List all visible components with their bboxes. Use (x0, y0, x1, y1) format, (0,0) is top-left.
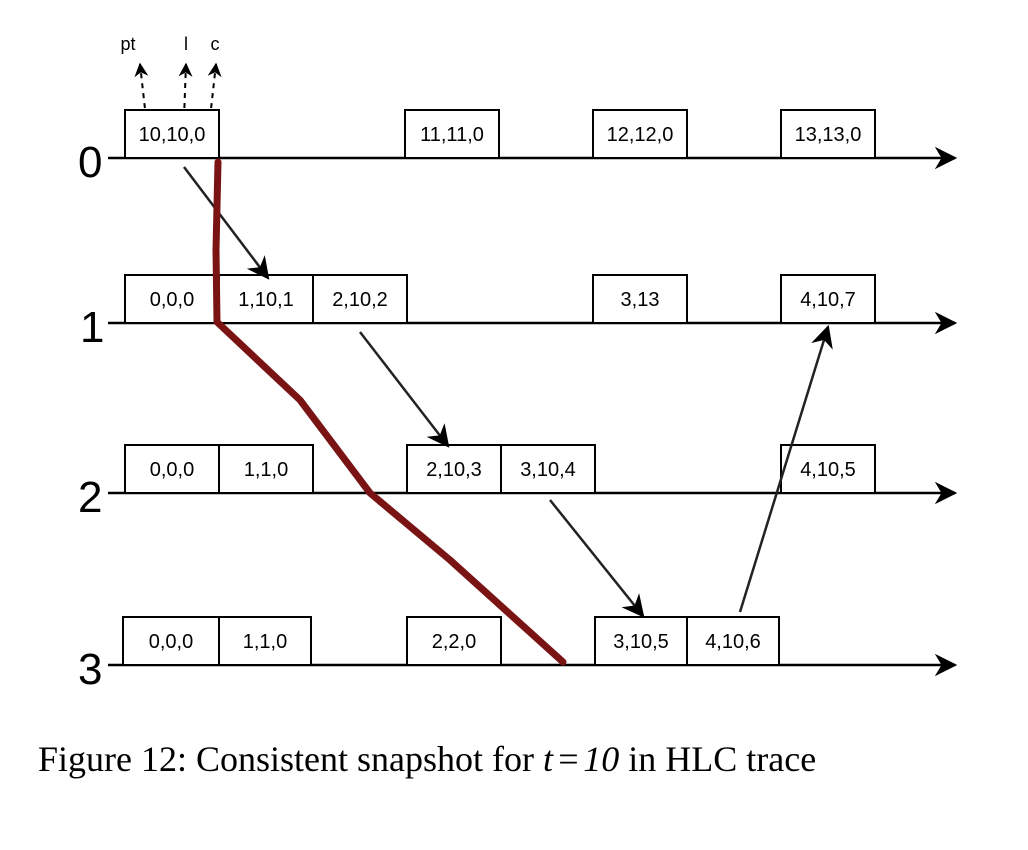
event-label: 0,0,0 (150, 459, 194, 481)
process-2: 2 0,0,0 1,1,0 2,10,3 3,10,4 4,10,5 (78, 444, 958, 522)
event-label: 2,2,0 (432, 631, 476, 653)
event-box: 0,0,0 (124, 274, 220, 324)
event-box: 11,11,0 (404, 109, 500, 159)
caption-math: t = 10 (542, 739, 620, 779)
event-label: 3,13 (621, 289, 660, 311)
messages (183, 166, 833, 618)
event-label: 0,0,0 (150, 289, 194, 311)
message-arrow-2-to-3 (549, 499, 645, 618)
event-label: 4,10,7 (800, 289, 856, 311)
message-arrow-0-to-1 (183, 166, 270, 280)
caption-suffix: in HLC trace (619, 739, 817, 779)
event-box: 1,1,0 (218, 616, 312, 666)
figure-caption: Figure 12: Consistent snapshot for t = 1… (38, 738, 998, 780)
event-label: 12,12,0 (607, 124, 674, 146)
event-label: 10,10,0 (139, 124, 206, 146)
event-box: 3,10,5 (594, 616, 688, 666)
event-label: 4,10,5 (800, 459, 856, 481)
event-box: 2,2,0 (406, 616, 502, 666)
event-box: 2,10,3 (406, 444, 502, 494)
process-0: 0 10,10,0 11,11,0 12,12,0 13,13,0 (78, 109, 958, 187)
event-label: 0,0,0 (149, 631, 193, 653)
consistent-cut-line (212, 158, 567, 666)
process-1: 1 0,0,0 1,10,1 2,10,2 3,13 4,10,7 (80, 274, 958, 352)
event-box: 2,10,2 (312, 274, 408, 324)
event-box: 4,10,7 (780, 274, 876, 324)
process-label-0: 0 (78, 138, 102, 187)
event-box: 10,10,0 (124, 109, 220, 159)
process-3: 3 0,0,0 1,1,0 2,2,0 3,10,5 4,10,6 (78, 616, 958, 694)
event-box: 12,12,0 (592, 109, 688, 159)
event-box: 4,10,5 (780, 444, 876, 494)
message-arrow-1-to-2 (359, 331, 450, 448)
event-label: 4,10,6 (705, 631, 761, 653)
event-label: 2,10,3 (426, 459, 482, 481)
legend-label-l: l (184, 34, 188, 54)
process-label-1: 1 (80, 303, 104, 352)
event-box: 3,10,4 (500, 444, 596, 494)
event-label: 1,1,0 (243, 631, 287, 653)
legend-label-c: c (211, 34, 220, 54)
event-label: 3,10,5 (613, 631, 669, 653)
event-label: 1,10,1 (238, 289, 294, 311)
caption-prefix: Figure 12: Consistent snapshot for (38, 739, 543, 779)
event-box: 4,10,6 (686, 616, 780, 666)
event-box: 0,0,0 (122, 616, 220, 666)
process-label-3: 3 (78, 645, 102, 694)
event-label: 3,10,4 (520, 459, 576, 481)
event-label: 13,13,0 (795, 124, 862, 146)
event-box: 3,13 (592, 274, 688, 324)
legend-label-pt: pt (120, 34, 135, 54)
field-legend: pt l c (120, 34, 222, 119)
event-label: 1,1,0 (244, 459, 288, 481)
event-label: 11,11,0 (420, 124, 484, 146)
event-box: 0,0,0 (124, 444, 220, 494)
event-box: 1,1,0 (218, 444, 314, 494)
message-arrow-3-to-1 (738, 324, 833, 613)
event-box: 13,13,0 (780, 109, 876, 159)
event-label: 2,10,2 (332, 289, 388, 311)
process-label-2: 2 (78, 473, 102, 522)
event-box: 1,10,1 (218, 274, 314, 324)
